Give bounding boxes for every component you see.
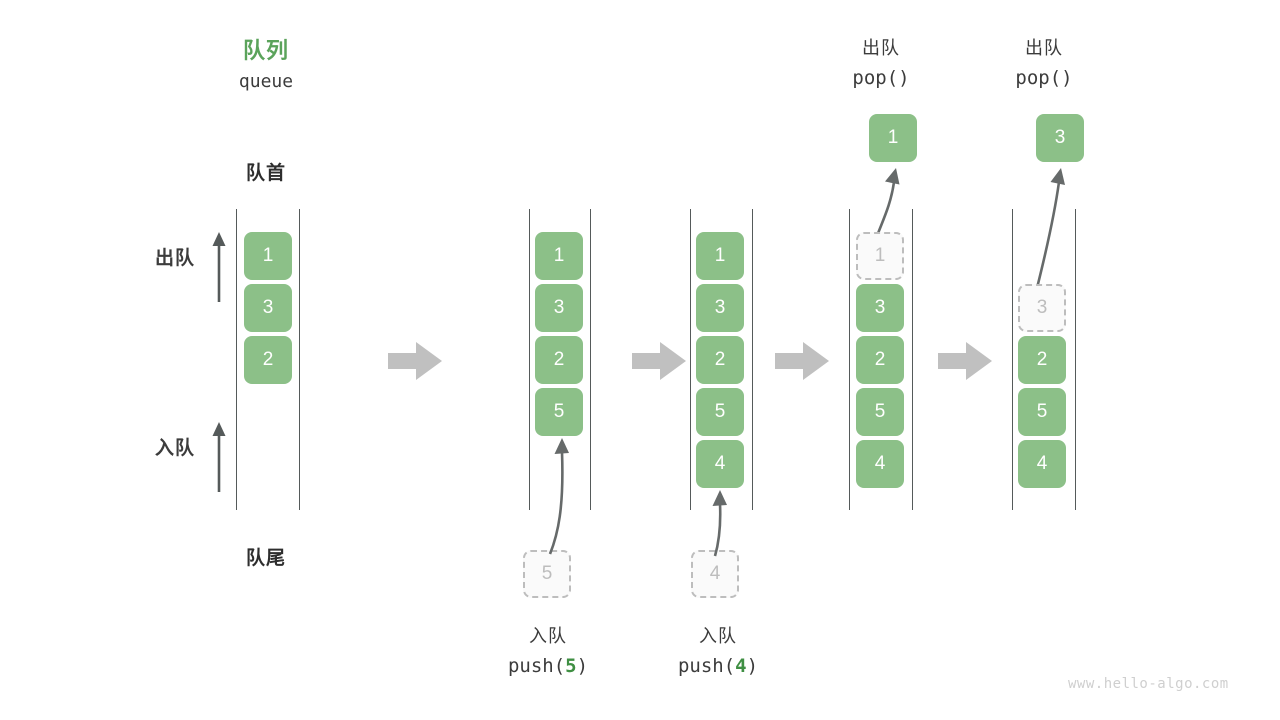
pop-header-code-2: pop(): [1015, 67, 1073, 89]
queue-popped-item: 3: [1036, 114, 1084, 162]
queue-item: 2: [244, 336, 292, 384]
queue-item: 3: [535, 284, 583, 332]
up-arrow-icon-enqueue: [212, 422, 226, 492]
queue-rail-left-1: [236, 209, 237, 510]
queue-rail-right-2: [590, 209, 591, 510]
queue-rail-right-5: [1075, 209, 1076, 510]
queue-popped-item: 1: [869, 114, 917, 162]
queue-item: 5: [1018, 388, 1066, 436]
queue-item-removed: 3: [1018, 284, 1066, 332]
queue-item-new: 4: [696, 440, 744, 488]
queue-rail-left-3: [690, 209, 691, 510]
push-caption-cn-2: 入队: [699, 626, 737, 646]
queue-item: 1: [244, 232, 292, 280]
right-block-arrow-icon: [775, 342, 829, 380]
queue-item-new: 5: [535, 388, 583, 436]
right-block-arrow-icon: [388, 342, 442, 380]
queue-rail-right-4: [912, 209, 913, 510]
queue-item: 2: [856, 336, 904, 384]
push-code-arg: 4: [735, 655, 747, 677]
queue-rail-left-2: [529, 209, 530, 510]
queue-item: 4: [856, 440, 904, 488]
push-code-arg: 5: [565, 655, 577, 677]
watermark: www.hello-algo.com: [1068, 676, 1229, 692]
queue-item: 2: [696, 336, 744, 384]
dequeue-direction-label: 出队: [154, 248, 195, 269]
queue-item: 5: [696, 388, 744, 436]
queue-rail-right-3: [752, 209, 753, 510]
pop-header-cn-2: 出队: [1025, 38, 1063, 58]
queue-incoming-ghost: 4: [691, 550, 739, 598]
enqueue-direction-label: 入队: [154, 438, 195, 459]
curved-up-arrow-icon-push-4: [712, 490, 727, 557]
push-caption-cn-1: 入队: [529, 626, 567, 646]
right-block-arrow-icon: [938, 342, 992, 380]
queue-rail-right-1: [299, 209, 300, 510]
right-block-arrow-icon: [632, 342, 686, 380]
page-subtitle: queue: [238, 71, 294, 92]
queue-front-label: 队首: [245, 163, 286, 184]
push-code-post: ): [576, 655, 589, 677]
queue-item: 4: [1018, 440, 1066, 488]
pop-header-cn-1: 出队: [862, 38, 900, 58]
push-code-post: ): [746, 655, 759, 677]
push-code-pre: push(: [677, 655, 736, 677]
pop-header-code-1: pop(): [852, 67, 910, 89]
queue-item: 3: [244, 284, 292, 332]
up-arrow-icon-dequeue: [212, 232, 226, 302]
queue-rear-label: 队尾: [245, 548, 286, 569]
queue-item: 2: [1018, 336, 1066, 384]
push-caption-code-1: push(5): [488, 655, 608, 677]
queue-item: 5: [856, 388, 904, 436]
curved-up-arrow-icon-push-5: [548, 438, 569, 555]
curved-up-arrow-icon-pop-3: [1035, 168, 1065, 289]
queue-item: 1: [696, 232, 744, 280]
queue-incoming-ghost: 5: [523, 550, 571, 598]
queue-item: 3: [696, 284, 744, 332]
queue-item: 1: [535, 232, 583, 280]
page-title: 队列: [242, 38, 289, 63]
queue-item-removed: 1: [856, 232, 904, 280]
push-caption-code-2: push(4): [658, 655, 778, 677]
push-code-pre: push(: [507, 655, 566, 677]
queue-item: 3: [856, 284, 904, 332]
curved-up-arrow-icon-pop-1: [875, 168, 900, 237]
queue-rail-left-5: [1012, 209, 1013, 510]
queue-rail-left-4: [849, 209, 850, 510]
queue-item: 2: [535, 336, 583, 384]
